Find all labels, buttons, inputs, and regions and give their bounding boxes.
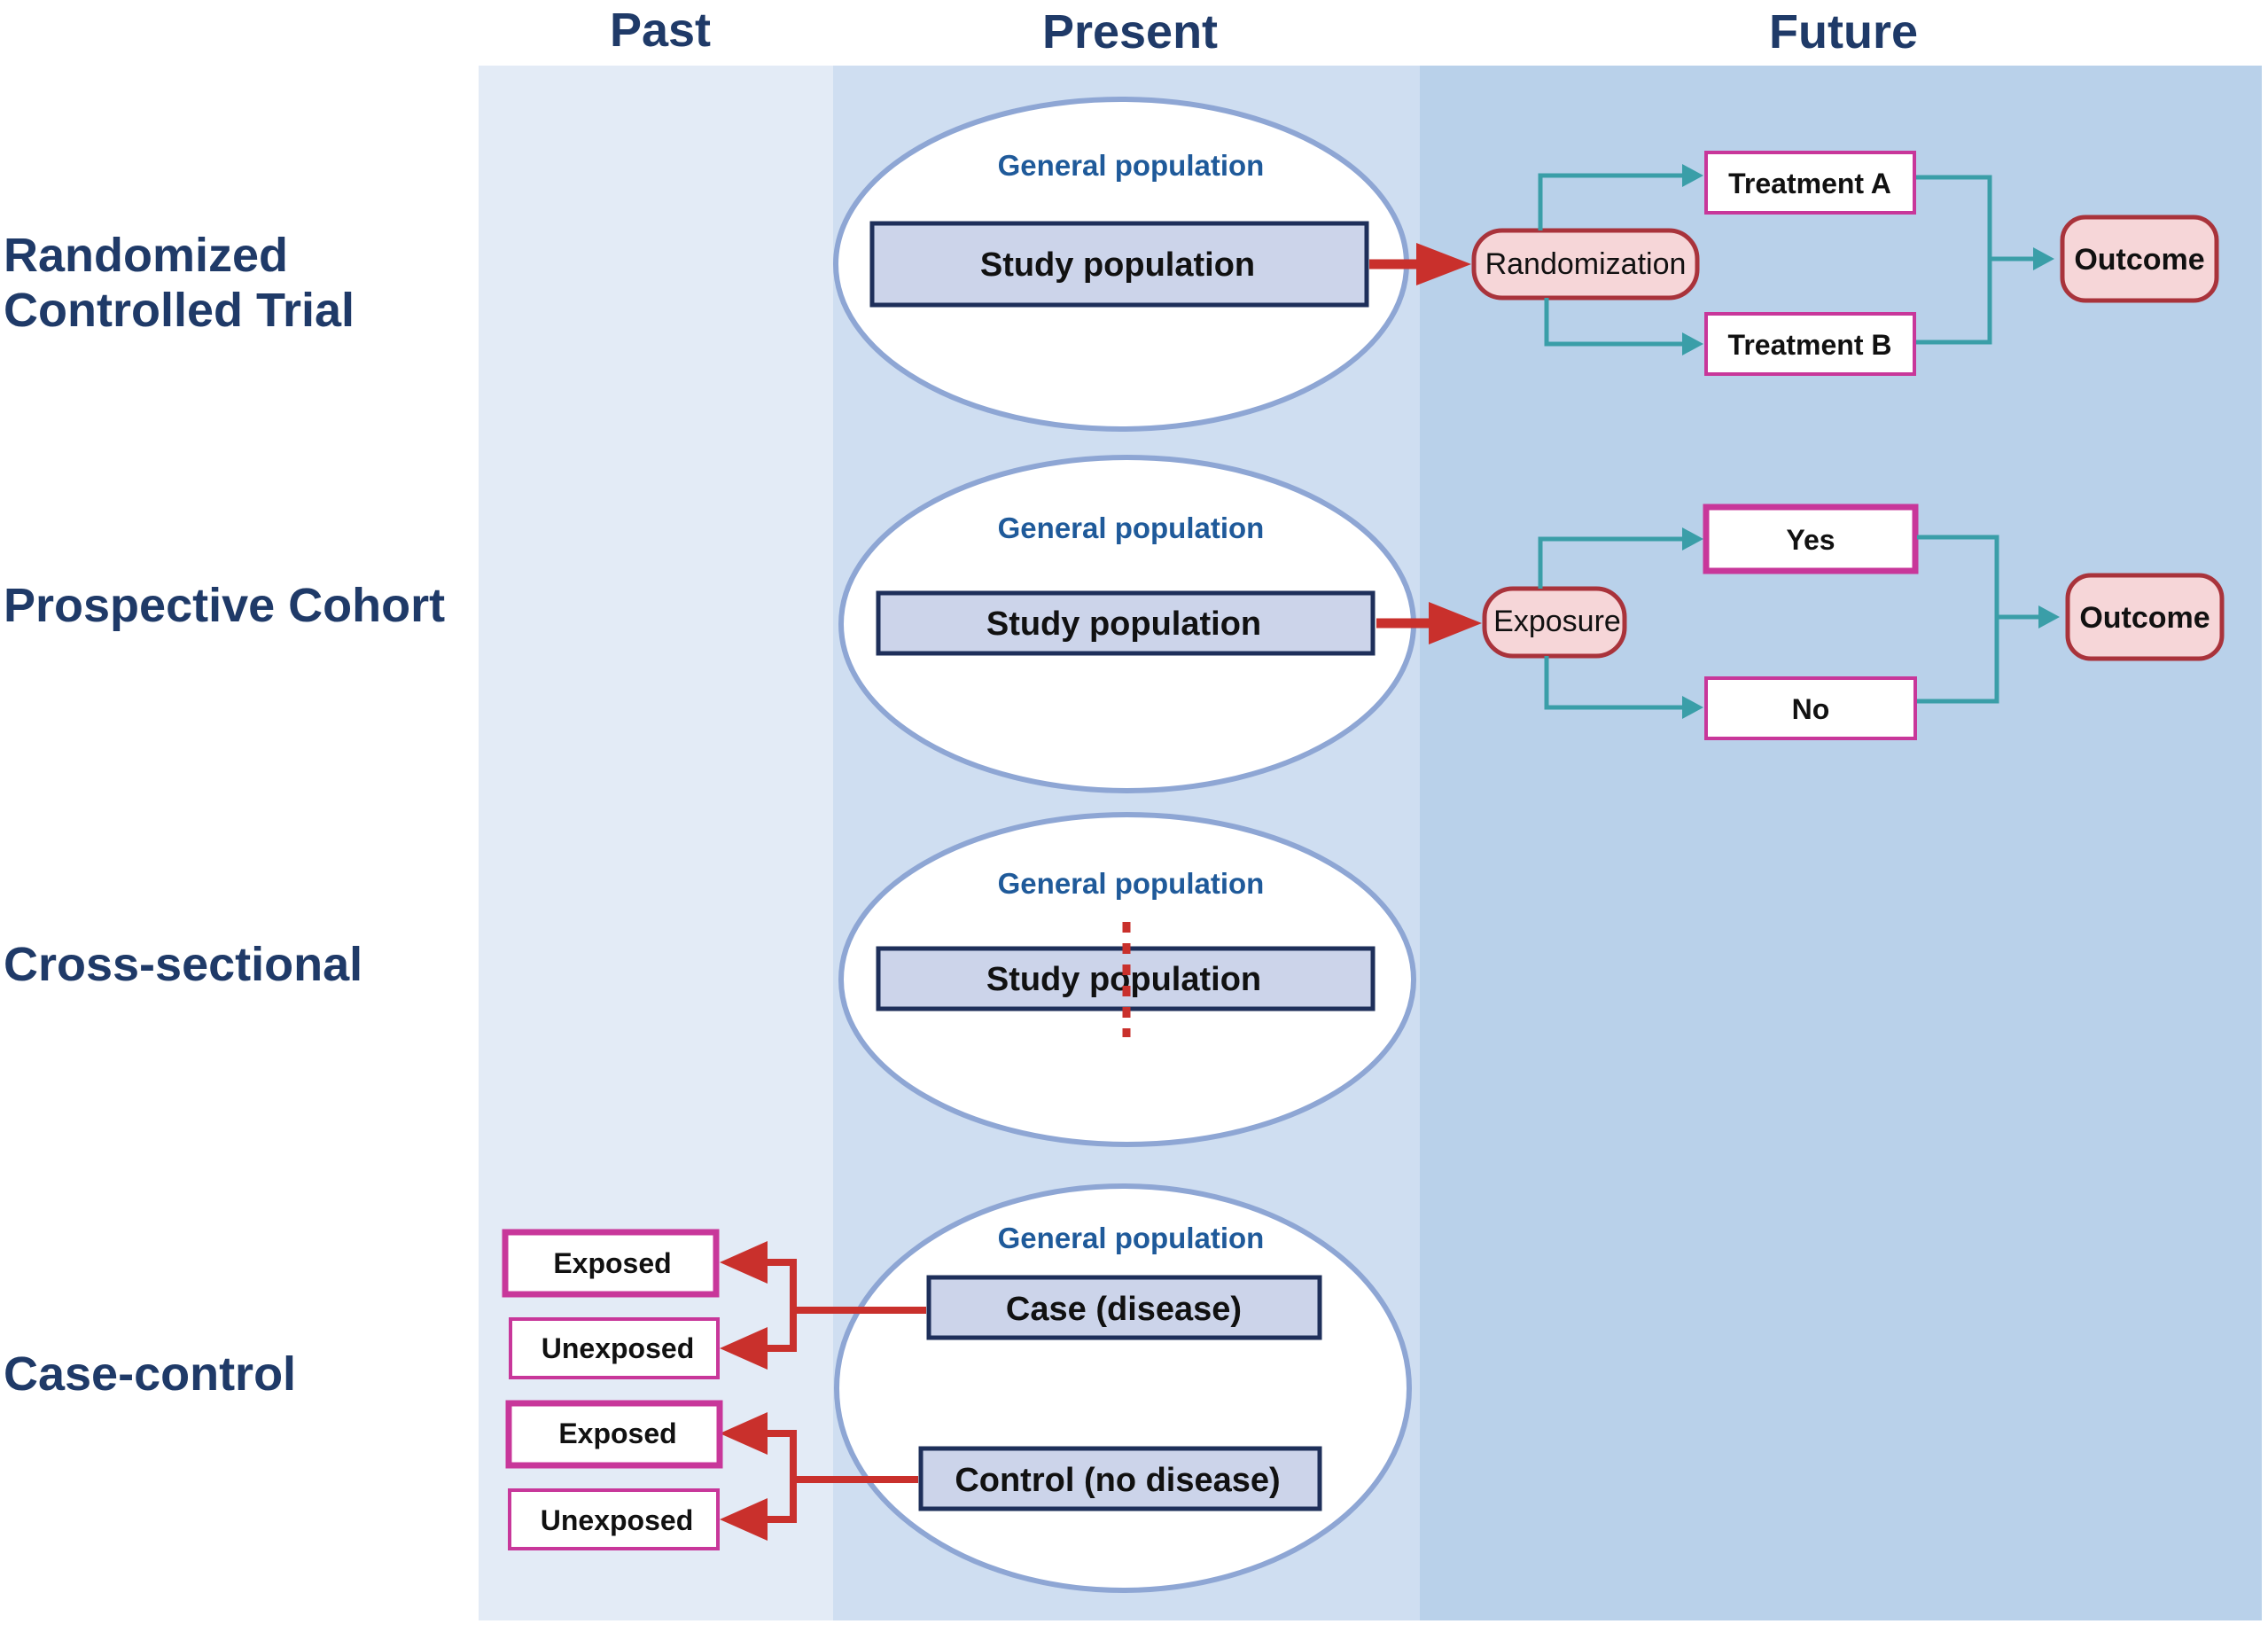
control-exposed-label: Exposed (558, 1417, 676, 1449)
exposure-pill (1482, 586, 1627, 659)
cohort-branch-no-arrowhead (1682, 696, 1703, 719)
cohort-merge-arrowhead (2038, 605, 2060, 629)
row-cohort-title: Prospective Cohort (4, 579, 445, 632)
cc-general-population-label: General population (998, 1222, 1265, 1254)
column-future-title: Future (1769, 5, 1918, 59)
case-exposed-arrowhead (720, 1241, 768, 1284)
cohort-branch-yes-line (1538, 536, 1688, 589)
rct-study-population-label: Study population (980, 246, 1255, 284)
rct-merge-arrowhead (2033, 247, 2054, 270)
exposure-label: Exposure (1493, 605, 1621, 638)
treatment-b-box (1704, 312, 1916, 376)
treatment-b-label: Treatment B (1728, 329, 1892, 361)
control-red-bracket (762, 1430, 797, 1523)
treatment-a-box (1704, 151, 1916, 215)
cohort-yes-box (1703, 504, 1919, 574)
rct-outcome-label: Outcome (2074, 243, 2204, 277)
case-red-bracket (762, 1259, 797, 1352)
cohort-general-population-label: General population (998, 511, 1265, 544)
rct-study-population-box (869, 221, 1369, 308)
cohort-no-box (1704, 676, 1917, 740)
rct-branch-b-line (1544, 298, 1688, 347)
column-present-title: Present (1042, 5, 1218, 59)
cross-study-population-box (876, 946, 1376, 1011)
control-exposed-arrowhead (720, 1412, 768, 1455)
column-past-title: Past (610, 4, 711, 57)
treatment-a-label: Treatment A (1728, 168, 1891, 199)
control-unexposed-box (508, 1488, 720, 1550)
cohort-outcome-pill (2065, 573, 2225, 661)
cohort-red-arrowhead (1429, 602, 1482, 644)
row-cross-title: Cross-sectional (4, 938, 362, 991)
randomization-label: Randomization (1485, 247, 1687, 281)
rct-outcome-pill (2060, 215, 2219, 303)
cohort-no-label: No (1792, 693, 1830, 725)
case-unexposed-arrowhead (720, 1327, 768, 1370)
cohort-study-population-box (876, 590, 1376, 656)
cohort-yes-label: Yes (1786, 524, 1835, 556)
row-rct-title-line2: Controlled Trial (4, 284, 355, 337)
rct-branch-b-arrowhead (1682, 332, 1703, 355)
rct-red-arrowhead (1416, 243, 1471, 285)
control-box (918, 1446, 1322, 1511)
case-exposed-box (502, 1229, 720, 1298)
control-unexposed-arrowhead (720, 1498, 768, 1541)
cross-general-population-label: General population (998, 867, 1265, 900)
control-exposed-box (505, 1400, 723, 1469)
cohort-branch-yes-arrowhead (1682, 527, 1703, 551)
rct-general-population-label: General population (998, 149, 1265, 182)
case-label: Case (disease) (1006, 1291, 1242, 1328)
case-unexposed-label: Unexposed (542, 1332, 694, 1364)
rct-branch-a-arrowhead (1682, 164, 1703, 187)
case-box (926, 1275, 1322, 1340)
case-unexposed-box (509, 1317, 720, 1379)
past-band (479, 66, 833, 1620)
cohort-branch-no-line (1544, 656, 1688, 710)
cohort-study-population-label: Study population (986, 605, 1261, 643)
control-unexposed-label: Unexposed (541, 1504, 693, 1536)
cohort-outcome-label: Outcome (2079, 601, 2210, 635)
rct-branch-a-line (1538, 173, 1688, 230)
case-exposed-label: Exposed (553, 1247, 671, 1279)
row-rct-title-line1: Randomized (4, 229, 288, 282)
control-label: Control (no disease) (955, 1462, 1280, 1499)
row-case-control-title: Case-control (4, 1347, 296, 1401)
randomization-pill (1471, 228, 1700, 301)
